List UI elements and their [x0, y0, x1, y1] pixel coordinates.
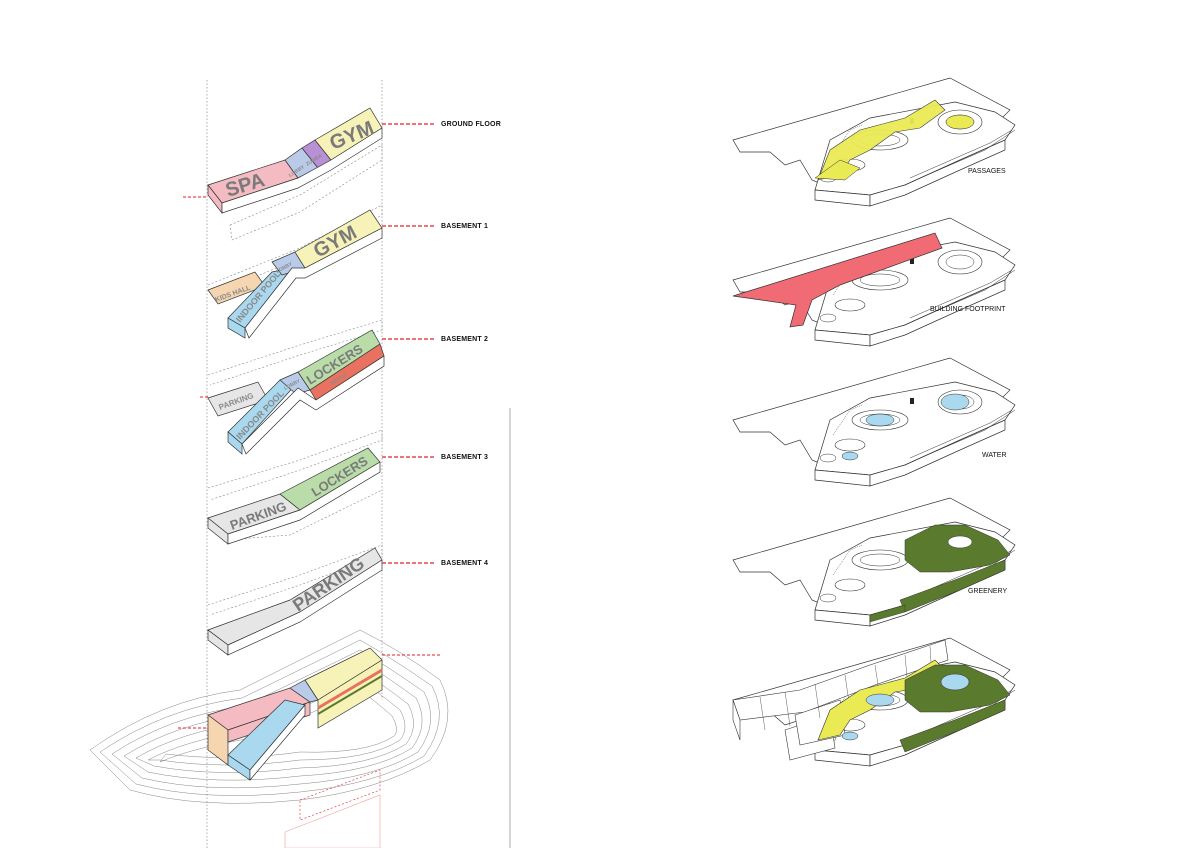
diagram-composite	[732, 637, 1016, 767]
floor-label-basement-3: BASEMENT 3	[441, 454, 488, 461]
diagram-label-passages: PASSAGES	[968, 168, 1006, 175]
floor-label-basement-1: BASEMENT 1	[441, 223, 488, 230]
diagram-greenery: GREENERY	[732, 497, 1016, 627]
diagram-footprint: BUILDING FOOTPRINT	[732, 217, 1016, 347]
floor-labels: GROUND FLOOR BASEMENT 1 BASEMENT 2 BASEM…	[382, 121, 501, 567]
floor-label-ground: GROUND FLOOR	[441, 121, 501, 128]
floor-basement-4: PARKING	[207, 544, 383, 656]
diagram-label-footprint: BUILDING FOOTPRINT	[930, 306, 1006, 313]
floor-basement-1: KIDS HALL INDOOR POOL LOBBY GYM	[207, 204, 383, 339]
floor-basement-2: PARKING INDOOR POOL LOBBY LOCKERS RESTO	[200, 319, 385, 455]
floor-label-basement-4: BASEMENT 4	[441, 560, 488, 567]
terrain-massing	[89, 629, 449, 848]
diagram-water: WATER	[732, 357, 1016, 487]
diagram-label-greenery: GREENERY	[968, 588, 1007, 595]
diagram-label-water: WATER	[982, 452, 1007, 459]
floor-label-basement-2: BASEMENT 2	[441, 336, 488, 343]
diagram-passages: PASSAGES	[732, 77, 1016, 207]
